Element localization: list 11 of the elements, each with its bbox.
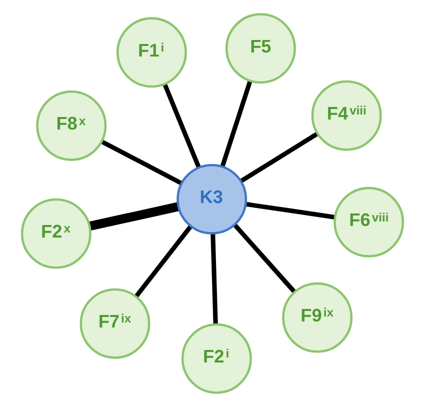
- node-circle: K3: [176, 164, 247, 234]
- connector: [232, 223, 296, 294]
- connector: [239, 132, 318, 183]
- connector: [134, 224, 192, 298]
- connector: [245, 202, 335, 220]
- node-circle: F5: [224, 13, 296, 84]
- connector: [162, 83, 200, 168]
- connector: [210, 233, 218, 325]
- connector: [220, 80, 252, 168]
- connector: [88, 202, 179, 231]
- connector: [100, 140, 182, 186]
